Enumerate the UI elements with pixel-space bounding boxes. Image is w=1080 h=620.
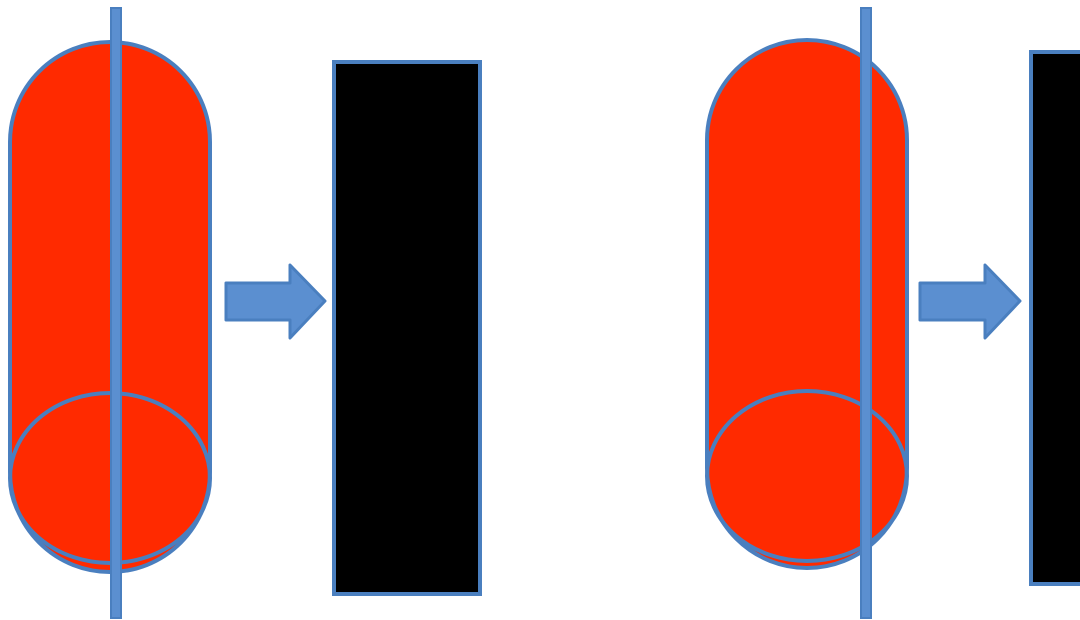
left-arrow bbox=[224, 263, 327, 340]
left-diagram bbox=[8, 7, 482, 619]
left-rectangle bbox=[332, 60, 482, 596]
right-rectangle bbox=[1029, 50, 1080, 586]
left-axis-line bbox=[110, 7, 122, 619]
right-diagram bbox=[705, 7, 1080, 619]
right-capsule-ellipse bbox=[705, 389, 909, 563]
right-capsule bbox=[705, 38, 909, 570]
right-axis-line bbox=[860, 7, 872, 619]
right-arrow bbox=[918, 263, 1022, 340]
